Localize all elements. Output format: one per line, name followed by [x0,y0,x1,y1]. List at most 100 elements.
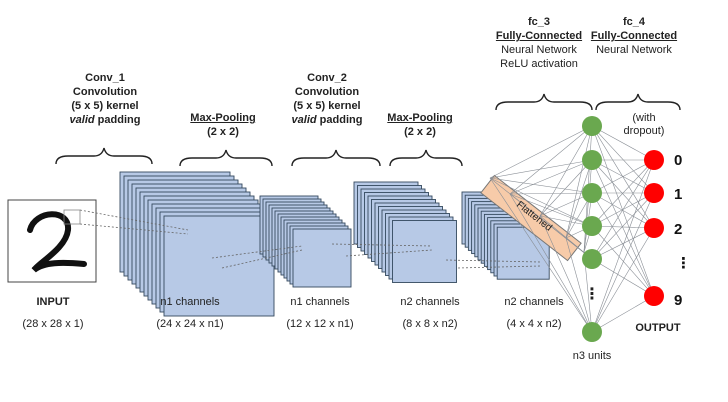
conv2-padding-italic: valid [291,114,317,126]
hidden-layer-nodes [582,116,602,342]
connection-edge [591,159,655,297]
connection-edge [565,237,593,333]
connection-edge [591,125,655,229]
output-digit-dots: ⋮ [676,255,691,272]
stack3-dims: (8 x 8 x n2) [402,318,458,330]
pool2-size: (2 x 2) [404,126,436,138]
hidden-node [582,183,602,203]
conv2-line3: valid padding [282,114,372,127]
input-dims: (28 x 28 x 1) [22,318,84,330]
connection-edge [565,159,593,239]
connection-edge [539,159,593,217]
connection-edge [591,192,655,260]
output-node [644,150,664,170]
stack4-channels: n2 channels [504,296,564,308]
connection-edge [591,159,655,333]
connection-edge [509,193,593,333]
connection-edge [591,159,655,227]
conv2-padding-rest: padding [316,114,363,126]
conv2-line1: Convolution [294,86,360,98]
connection-edge [591,125,655,161]
output-node [644,218,664,238]
fc4-title: fc_4 [622,16,646,28]
conv1-line3: valid padding [60,114,150,127]
conv1-padding-rest: padding [94,114,141,126]
stack1-dims: (24 x 24 x n1) [156,318,224,330]
connection-edge [509,159,593,195]
output-digit-9: 9 [674,292,683,309]
feature-map [292,228,352,288]
fc4-line1: Fully-Connected [590,30,678,42]
output-digit-1: 1 [674,186,683,203]
conv2-title: Conv_2 [307,72,347,84]
pool1-size: (2 x 2) [207,126,239,138]
hidden-dots: ⋮ [584,286,600,303]
connection-edge [591,159,655,260]
fully-connected-edges [489,125,655,333]
layer-braces [55,93,681,167]
flattened-bar [480,174,582,262]
input-label: INPUT [36,296,70,308]
connection-edge [591,227,655,260]
conv2-line2: (5 x 5) kernel [293,100,361,112]
connection-edge [489,177,593,194]
connection-edge [565,125,593,239]
connection-edge [591,125,655,194]
output-label: OUTPUT [635,322,681,334]
connection-edge [591,225,655,297]
hidden-node [582,322,602,342]
output-digit-0: 0 [674,152,683,169]
stack4-dims: (4 x 4 x n2) [506,318,562,330]
connection-edge [539,215,593,333]
connection-edge [489,125,593,179]
connection-edge [539,125,593,217]
hidden-units-label: n3 units [572,350,612,362]
hidden-node [582,249,602,269]
connection-edge [591,295,655,333]
connection-edge [591,192,655,297]
connection-edge [591,192,655,333]
fc4-line2: Neural Network [596,44,672,56]
connection-edge [583,159,593,253]
connection-edge [509,193,593,227]
receptive-field-connectors [79,209,541,269]
output-layer-nodes [644,150,664,306]
connection-edge [489,177,593,333]
input-image [7,199,97,283]
output-node [644,286,664,306]
stack2-dims: (12 x 12 x n1) [286,318,354,330]
connection-edge [591,159,655,194]
connection-edge [509,125,593,195]
connection-edge [591,125,655,297]
conv1-title: Conv_1 [85,72,125,84]
pool1-title: Max-Pooling [190,112,256,124]
connection-edge [489,177,593,227]
output-node [644,183,664,203]
fc3-line1: Fully-Connected [495,30,583,42]
pool1-feature-stack [259,195,352,288]
connection-edge [509,192,593,195]
stack2-channels: n1 channels [290,296,350,308]
stack1-channels: n1 channels [160,296,220,308]
connection-edge [591,258,655,297]
connection-edge [591,227,655,333]
output-digit-2: 2 [674,221,683,238]
fc3-line3: ReLU activation [500,58,578,70]
hidden-node [582,116,602,136]
fc4-dropout: (with dropout) [623,112,665,137]
conv1-padding-italic: valid [69,114,95,126]
connection-edge [489,159,593,179]
hidden-node [582,216,602,236]
connection-edge [591,192,655,229]
conv1-line2: (5 x 5) kernel [71,100,139,112]
conv2-feature-stack [353,181,457,283]
feature-map [392,220,457,283]
conv1-feature-stack [119,171,275,317]
connection-edge [591,225,655,229]
pool2-title: Max-Pooling [387,112,453,124]
fc3-title: fc_3 [527,16,551,28]
fc3-line2: Neural Network [501,44,577,56]
conv1-line1: Convolution [72,86,138,98]
